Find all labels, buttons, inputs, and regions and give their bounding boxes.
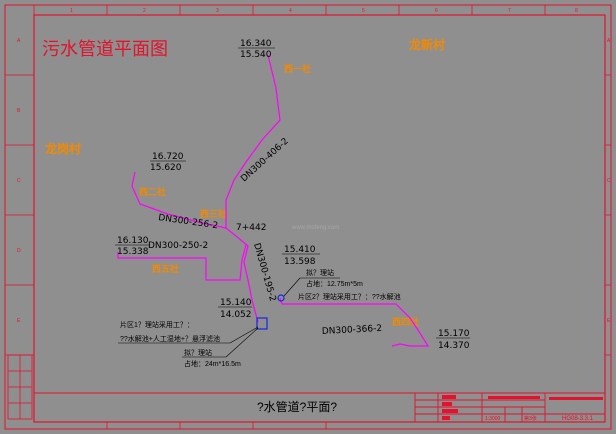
frame-number-7: 7 [508,8,511,14]
level-3-bottom: 15.338 [117,247,149,257]
level-5-bottom: 14.052 [220,310,252,320]
drawing-title: 污水管道平面图 [42,39,168,59]
commune-label-xisi: 西四社 [392,316,419,327]
frame-number-5: 5 [362,8,365,14]
sheet-title: ?水管道?平面? [257,399,337,414]
elevation-annotations: 16.340 15.540 16.720 15.620 16.130 15.33… [117,39,470,351]
level-2-top: 16.720 [152,152,184,162]
village-label-longxin: 龙新村 [409,37,445,52]
sewer-pipelines [117,54,430,347]
level-6-bottom: 14.370 [438,341,470,351]
frame-letter-c-right: C [607,178,611,184]
station-1-leader [118,326,259,358]
pipe-spec-labels: DN300-406-2 DN300-256-2 DN300-250-2 DN30… [148,136,382,337]
drawing-number: HG08-3.3.1 [562,416,594,422]
frame-letter-d: D [17,248,21,254]
station-2-notes: 拟？理站 占地：12.75m*5m 片区2？理站采用工？：??水解池 [298,268,401,301]
station-2-note-1: 拟？理站 [306,268,334,277]
station-2-note-2: 占地：12.75m*5m [306,279,363,288]
station-2-leader [283,277,340,297]
commune-label-xiyi: 西一社 [284,63,311,74]
commune-label-xiwu: 西五社 [152,263,179,274]
pipe-label-p5: DN300-366-2 [322,324,383,337]
pipe-xier-branch [131,171,227,229]
frame-number-8: 8 [575,8,578,14]
frame-letter-b: B [17,108,21,114]
level-1-top: 16.340 [240,39,272,49]
level-4-top: 15.410 [284,245,316,255]
treatment-station-2-marker [277,294,285,302]
frame-letter-a: A [17,38,21,44]
level-6-top: 15.170 [438,329,470,339]
station-1-note-3: 拟？理站 [184,348,212,357]
inner-frame [33,14,606,423]
station-1-note-1: 片区1？理站采用工？： [120,320,194,329]
frame-letter-e: E [17,318,21,324]
frame-number-4: 4 [289,8,292,14]
pipe-north-branch [225,54,281,228]
frame-letter-e-right: E [607,318,611,324]
pipe-label-p4: DN300-195-2 [251,242,277,303]
station-2-note-3: 片区2？理站采用工？：??水解池 [298,292,401,301]
pipe-label-p3: DN300-250-2 [148,241,208,251]
level-3-top: 16.130 [117,236,149,246]
station-1-note-4: 占地：24m*16.5m [184,359,241,368]
pipe-east-branch [279,297,430,347]
village-label-longgang: 龙岗村 [45,141,81,156]
station-1-notes: 片区1？理站采用工？： ??水解池+人工湿地+？悬浮滤池 拟？理站 占地：24m… [120,320,241,368]
commune-label-xier: 西二社 [139,186,166,197]
title-block-fills [442,395,540,420]
frame-number-labels: 1 2 3 4 5 6 7 8 A B C D E A C E [17,8,611,324]
frame-number-3: 3 [216,8,219,14]
frame-number-1: 1 [70,8,73,14]
level-4-bottom: 13.598 [284,257,316,267]
scale-value: 1:3000 [485,416,501,422]
station-1-note-2: ??水解池+人工湿地+？悬浮滤池 [120,334,220,343]
commune-label-xisan: 西三社 [200,208,227,219]
frame-letter-c: C [17,178,21,184]
frame-number-2: 2 [143,8,146,14]
faint-watermark-text: www.mofeng.com [291,225,339,231]
side-stamp-strip [7,354,33,420]
level-2-bottom: 15.620 [150,163,182,173]
outer-frame [4,4,612,430]
frame-letter-a-right: A [607,38,611,44]
sheet-number: 第3张 [524,415,537,422]
title-block-stripe [549,397,603,400]
level-1-bottom: 15.540 [240,50,272,60]
elevation-leader-lines [115,47,470,339]
frame-number-6: 6 [435,8,438,14]
title-block [34,392,606,423]
pipe-xiwu-branch [117,244,247,281]
treatment-station-1-marker [256,317,268,330]
level-5-top: 15.140 [220,298,252,308]
mid-value-label: 7+442 [236,223,266,233]
pipe-main-trunk [225,227,259,323]
